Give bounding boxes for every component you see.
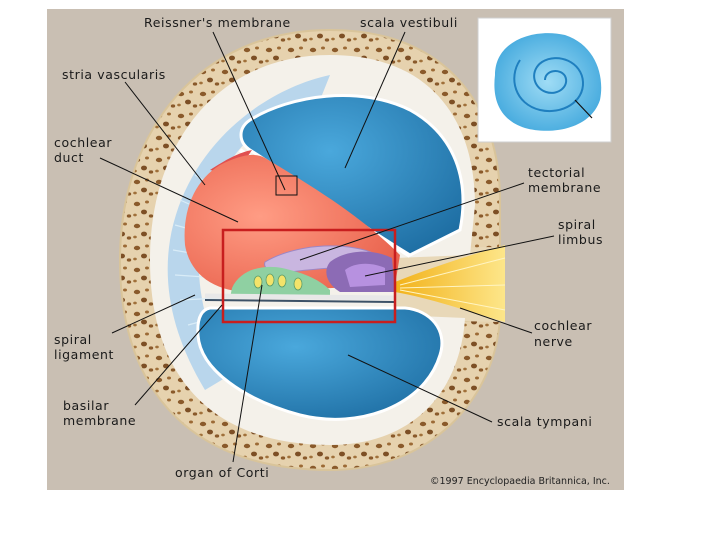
leader-cochlear-nerve — [459, 307, 533, 334]
leader-spiral-ligament — [111, 294, 196, 334]
label-cochlear-duct-2: duct — [54, 150, 84, 165]
label-spiral-limbus-2: limbus — [558, 232, 603, 247]
label-tectorial-1: tectorial — [528, 165, 585, 180]
cochlear-nerve — [395, 245, 505, 322]
label-basilar-2: membrane — [63, 413, 136, 428]
label-stria-vascularis: stria vascularis — [62, 67, 166, 82]
label-reissners-membrane: Reissner's membrane — [144, 15, 291, 30]
leader-basilar — [134, 304, 223, 406]
leader-scala-vestibuli — [344, 31, 406, 169]
basilar-membrane — [204, 293, 396, 301]
label-scala-tympani: scala tympani — [497, 414, 592, 429]
basilar-membrane-edge — [204, 299, 396, 303]
label-cochlear-duct-1: cochlear — [54, 135, 112, 150]
limbus-highlight — [345, 263, 385, 287]
leader-scala-tympani — [347, 354, 493, 423]
hair-cells — [253, 273, 303, 291]
label-scala-vestibuli: scala vestibuli — [360, 15, 458, 30]
label-basilar-1: basilar — [63, 398, 109, 413]
nerve-fibers — [399, 257, 506, 311]
label-spiral-ligament-1: spiral — [54, 332, 92, 347]
copyright-credit: ©1997 Encyclopaedia Britannica, Inc. — [430, 476, 610, 487]
reissner-callout-box — [275, 175, 298, 196]
label-spiral-ligament-2: ligament — [54, 347, 114, 362]
leader-cochlear-duct — [99, 157, 239, 223]
scala-vestibuli — [239, 94, 465, 257]
label-cochlear-nerve-1: cochlear — [534, 318, 592, 333]
spiral-ligament-tissue — [167, 75, 330, 390]
leader-tectorial — [299, 182, 525, 261]
leader-organ-of-corti — [232, 284, 263, 463]
scala-tympani — [196, 306, 444, 421]
label-organ-of-corti: organ of Corti — [175, 465, 269, 480]
label-tectorial-2: membrane — [528, 180, 601, 195]
leader-reissner — [212, 31, 286, 191]
inset-cochlea-spiral — [494, 33, 602, 131]
label-spiral-limbus-1: spiral — [558, 217, 596, 232]
organ-of-corti-highlight-box — [221, 228, 397, 324]
leader-spiral-limbus — [364, 235, 555, 277]
leader-lines — [99, 31, 555, 463]
leader-stria-vascularis — [124, 81, 206, 186]
label-cochlear-nerve-2: nerve — [534, 334, 573, 349]
